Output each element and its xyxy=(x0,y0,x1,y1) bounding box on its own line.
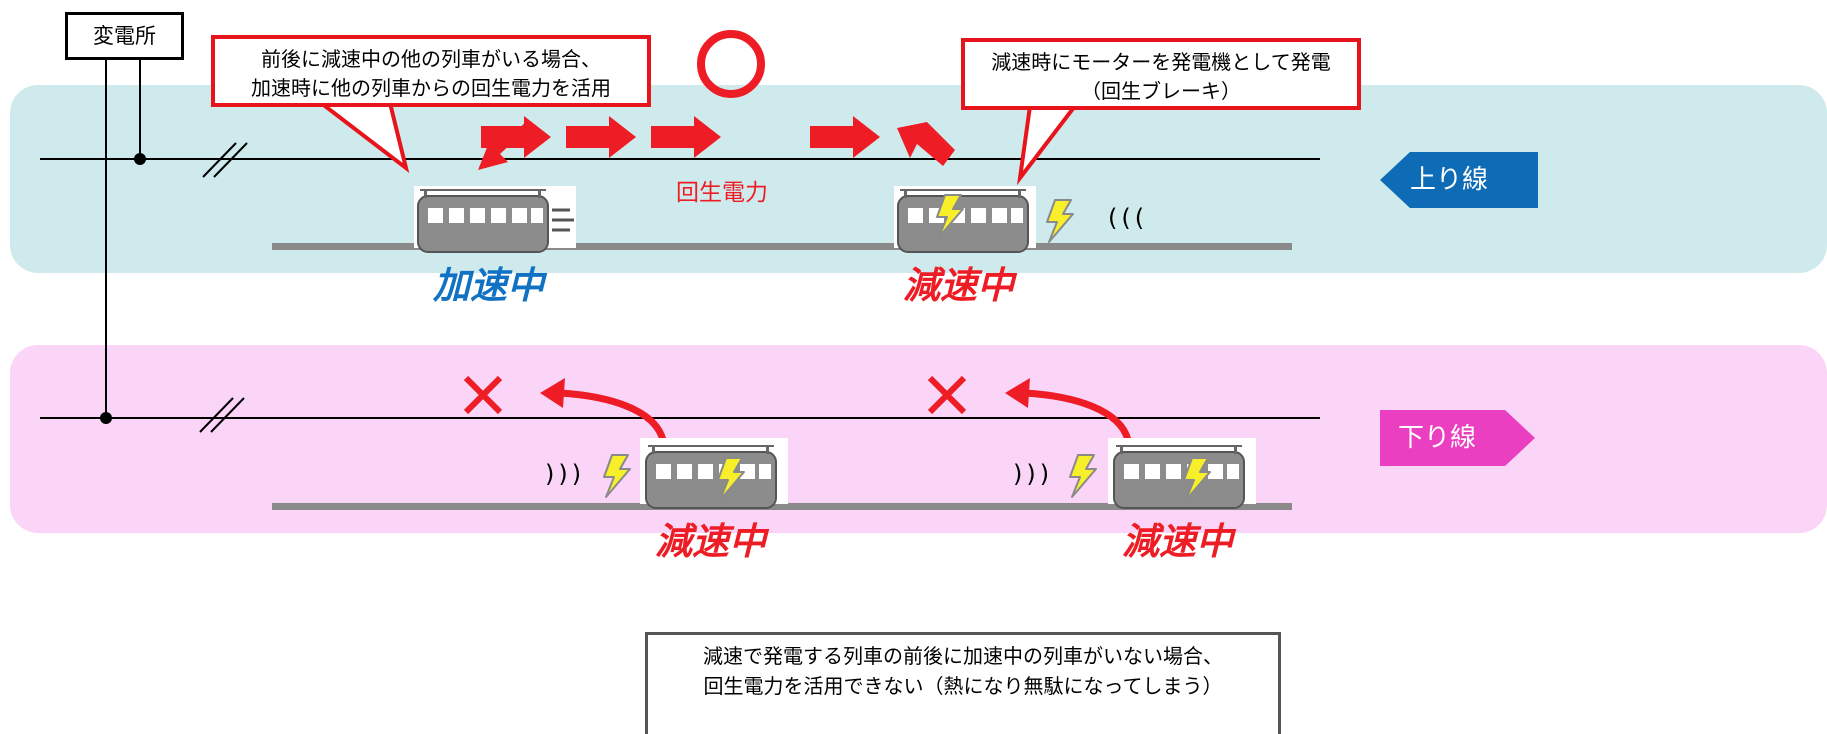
down-line-tag xyxy=(1380,410,1535,466)
regen-arrow xyxy=(566,116,636,158)
junction-dot-up xyxy=(134,153,146,165)
status-decelerating-down-right: 減速中 xyxy=(1122,520,1233,563)
down-line-band xyxy=(10,345,1827,533)
blocked-arrow-left-head xyxy=(540,378,565,408)
section-break-up xyxy=(202,142,248,178)
section-break-down xyxy=(199,397,245,433)
blocked-arrow-right xyxy=(1024,389,1132,442)
callout-left-line2: 加速時に他の列車からの回生電力を活用 xyxy=(251,76,611,100)
status-accelerating: 加速中 xyxy=(433,264,544,307)
regen-arrow xyxy=(810,116,880,158)
note-line1: 減速で発電する列車の前後に加速中の列車がいない場合、 xyxy=(703,644,1223,668)
up-line-waves: ((( xyxy=(1108,204,1149,232)
train-down-decelerating-left xyxy=(640,438,788,509)
callout-right-line1: 減速時にモーターを発電機として発電 xyxy=(991,50,1331,74)
ok-mark xyxy=(697,30,765,98)
x-mark-left xyxy=(463,375,503,415)
callout-left: 前後に減速中の他の列車がいる場合、 加速時に他の列車からの回生電力を活用 xyxy=(211,35,651,107)
train-up-accelerating xyxy=(414,186,576,253)
blocked-arrow-left xyxy=(559,389,667,442)
regen-arrow-end xyxy=(478,120,540,170)
down-line-waves-left: ))) xyxy=(545,460,586,488)
substation-label: 変電所 xyxy=(65,12,184,60)
x-mark-right xyxy=(927,375,967,415)
train-up-decelerating xyxy=(894,186,1036,253)
note-box: 減速で発電する列車の前後に加速中の列車がいない場合、 回生電力を活用できない（熱… xyxy=(645,632,1281,734)
blocked-arrow-right-head xyxy=(1005,378,1030,408)
callout-left-line1: 前後に減速中の他の列車がいる場合、 xyxy=(261,47,601,71)
rail-down xyxy=(272,503,1292,510)
callout-right-line2: （回生ブレーキ） xyxy=(1081,79,1241,103)
status-decelerating-up: 減速中 xyxy=(903,264,1014,307)
regen-power-label: 回生電力 xyxy=(676,180,768,206)
up-line-tag xyxy=(1380,152,1538,208)
callout-right: 減速時にモーターを発電機として発電 （回生ブレーキ） xyxy=(961,38,1361,110)
down-line-waves-right: ))) xyxy=(1013,460,1054,488)
note-line2: 回生電力を活用できない（熱になり無駄になってしまう） xyxy=(703,674,1223,698)
up-line-label: 上り線 xyxy=(1410,165,1489,195)
regen-arrow xyxy=(651,116,721,158)
train-down-decelerating-right xyxy=(1108,438,1256,509)
regen-arrow-start xyxy=(897,122,955,166)
junction-dot-down xyxy=(100,412,112,424)
down-line-label: 下り線 xyxy=(1398,423,1477,453)
status-decelerating-down-left: 減速中 xyxy=(655,520,766,563)
rail-up xyxy=(272,243,1292,250)
